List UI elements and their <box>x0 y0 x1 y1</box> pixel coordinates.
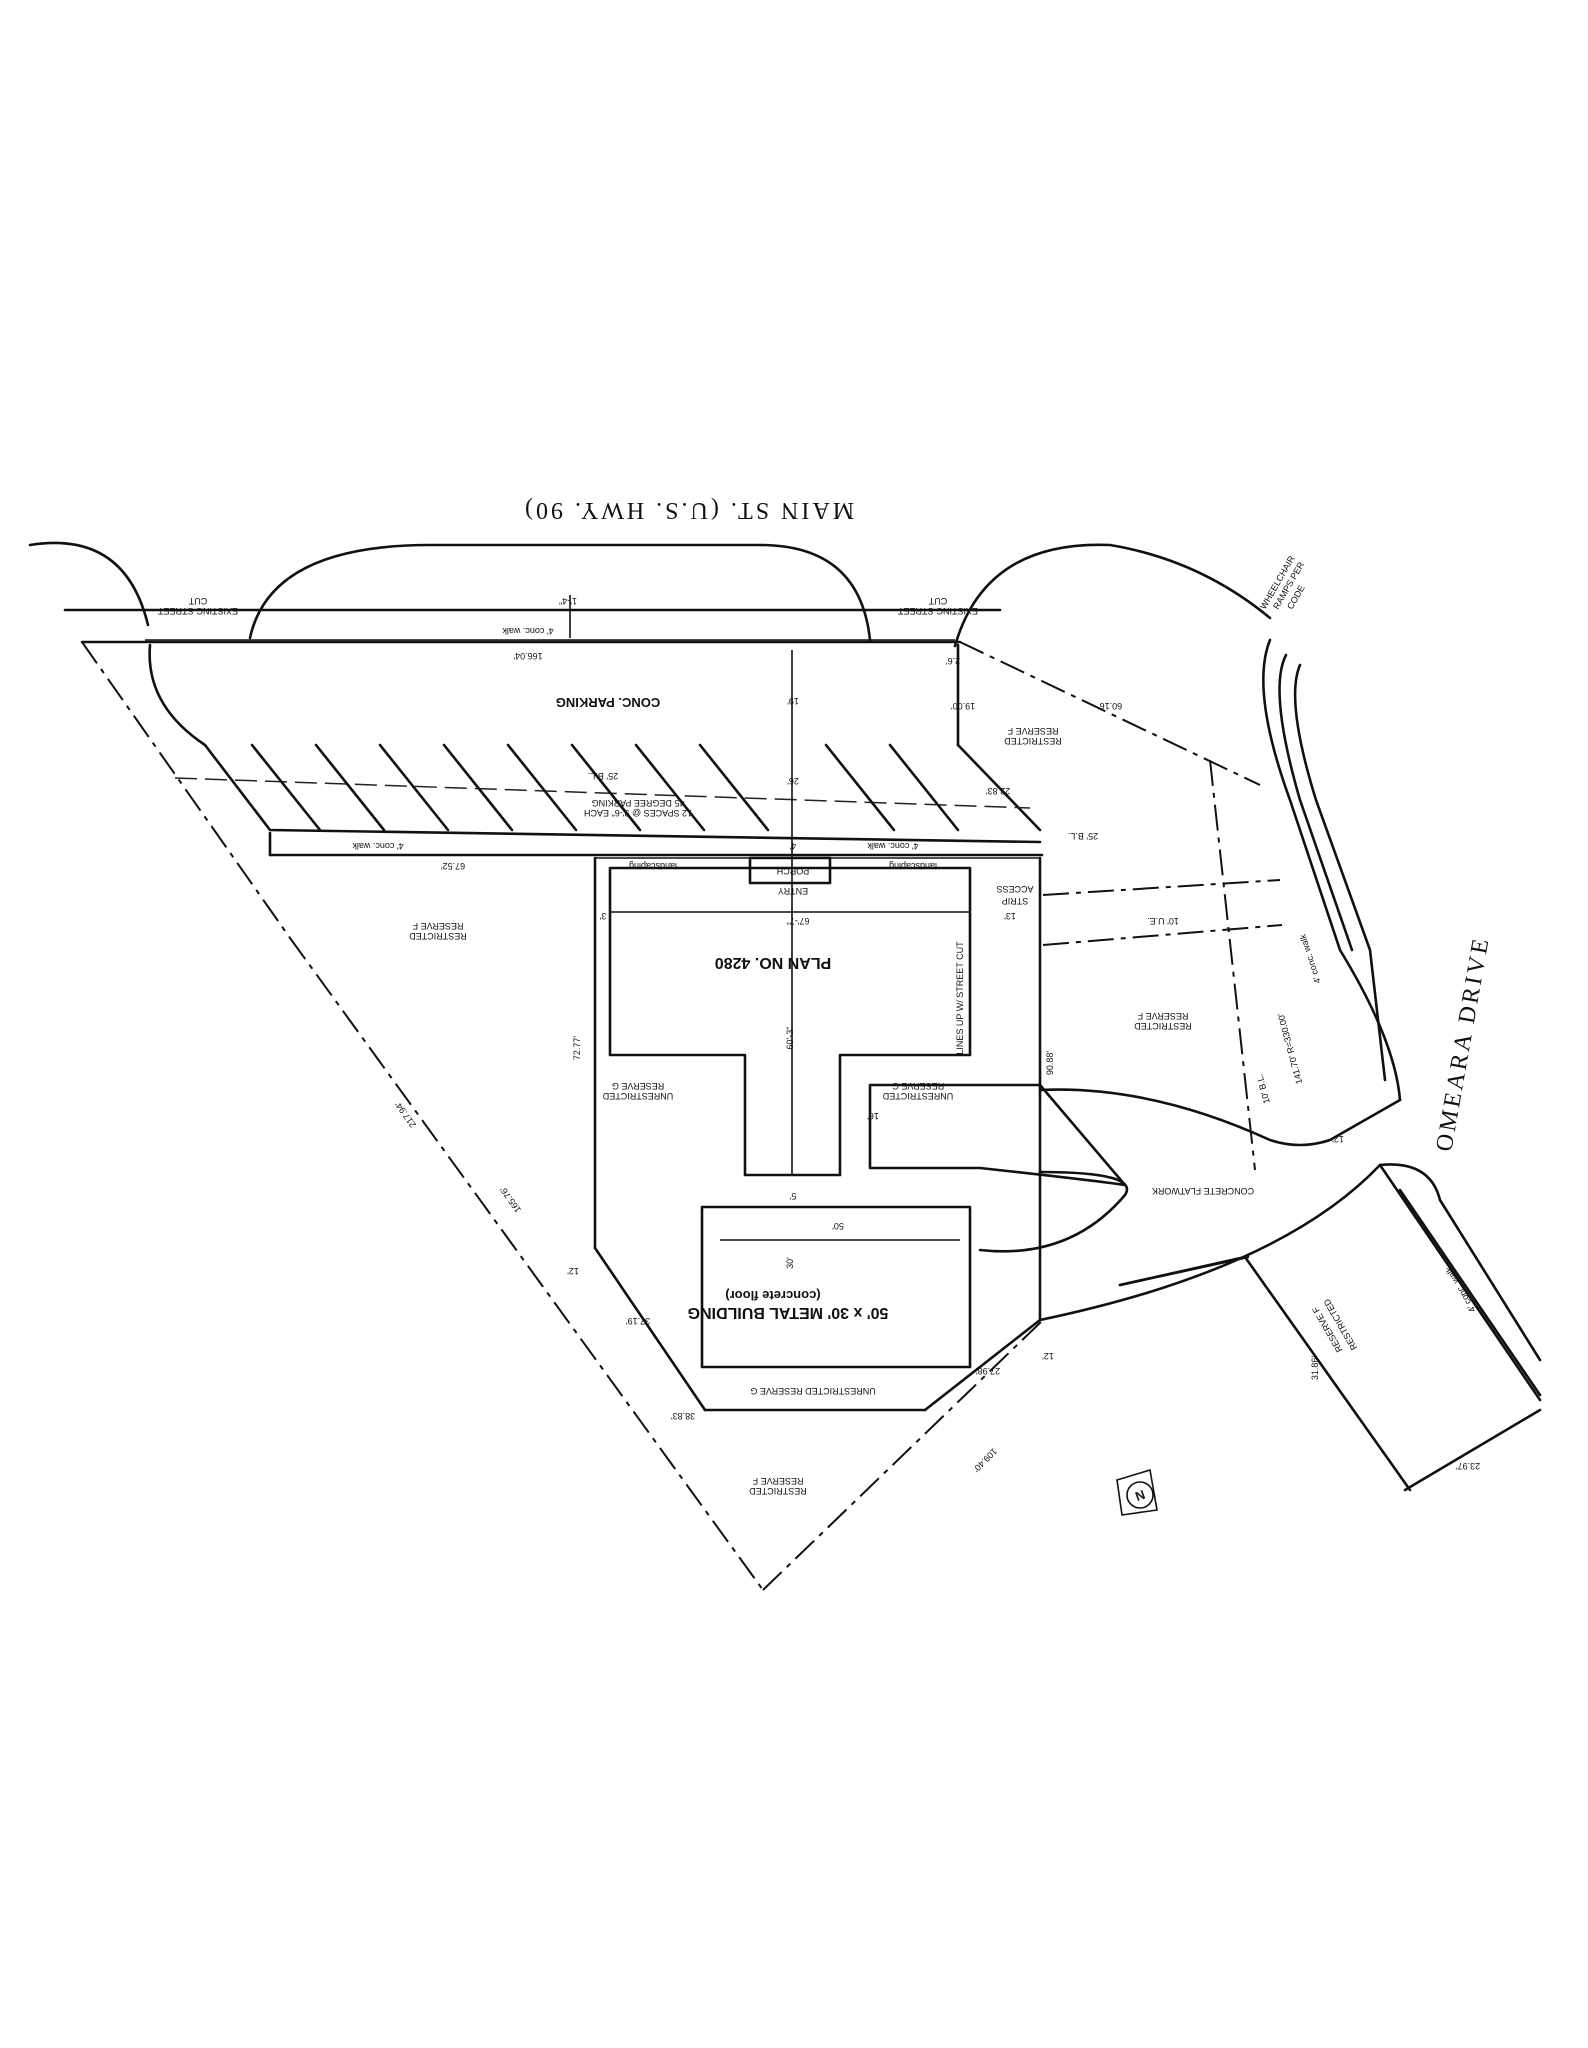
property-boundary <box>80 640 1261 1591</box>
dim-2-6: 2.6' <box>946 656 961 666</box>
restricted-f-bottom-1: RESTRICTED <box>749 1486 807 1496</box>
north-label: N <box>1133 1487 1147 1504</box>
omeara-drive <box>1038 638 1542 1492</box>
dim-12-road: 12' <box>1332 1134 1344 1144</box>
parking-note-1: 45 DEGREE PARKING <box>592 798 685 808</box>
unrestricted-g-right-1: UNRESTRICTED <box>882 1091 953 1101</box>
dim-16: 16' <box>867 1111 879 1121</box>
dim-26: 26' <box>787 776 799 786</box>
dim-166: 166.04' <box>513 651 543 661</box>
main-street-curb <box>28 541 1272 648</box>
main-street-label: MAIN ST. (U.S. HWY. 90) <box>522 497 854 523</box>
dim-217-94: 217.94' <box>393 1100 418 1130</box>
unrestricted-g-left-1: UNRESTRICTED <box>602 1091 673 1101</box>
access-strip-2: STRIP <box>1002 896 1029 906</box>
parking-note-2: 12 SPACES @ 9'-6" EACH <box>584 808 692 818</box>
concrete-flatwork-label: CONCRETE FLATWORK <box>1152 1186 1254 1196</box>
dim-3: 3' <box>599 911 606 921</box>
dim-27-98: 27.98' <box>976 1366 1001 1376</box>
existing-street-cut-1: EXISTING STREET <box>157 606 238 616</box>
conc-walk-right: 4' conc. walk <box>1297 933 1322 985</box>
restricted-f-left-1: RESTRICTED <box>409 931 467 941</box>
restricted-f-top-1: RESTRICTED <box>1004 736 1062 746</box>
concrete-flatwork <box>978 1170 1129 1253</box>
north-arrow-icon: N <box>1116 1468 1158 1516</box>
conc-walk-top: 4' conc. walk <box>502 626 554 636</box>
metal-building <box>593 1205 1042 1412</box>
dim-19-00: 19.00' <box>951 701 976 711</box>
curve-dim: 141.70' R=330.00' <box>1276 1012 1305 1085</box>
unrestricted-g-bottom: UNRESTRICTED RESERVE G <box>750 1386 875 1396</box>
bl-10: 10' B.L. <box>1254 1073 1271 1105</box>
dim-90-88: 90.88' <box>1045 1051 1055 1076</box>
dim-23-97: 23.97' <box>1456 1461 1481 1471</box>
conc-walk-mid-2: 4' conc. walk <box>867 841 919 851</box>
existing-street-cut-2b: CUT <box>928 596 947 606</box>
dim-12-a: 12' <box>567 1266 579 1276</box>
bl-25-b: 25' B.L. <box>1068 831 1098 841</box>
landscaping-1: landscaping <box>629 861 677 871</box>
dim-12-b: 12' <box>1042 1351 1054 1361</box>
conc-walk-mid-1: 4' conc. walk <box>352 841 404 851</box>
dim-50: 50' <box>832 1221 844 1231</box>
restricted-f-top-2: RESERVE F <box>1007 726 1058 736</box>
entry-label: ENTRY <box>778 886 808 896</box>
dim-165-76: 165.76' <box>498 1185 523 1215</box>
restricted-f-right-1: RESTRICTED <box>1134 1021 1192 1031</box>
bl-25-a: 25' B.L. <box>588 771 618 781</box>
concrete-floor-label: (concrete floor) <box>725 1288 820 1303</box>
existing-street-cut-1b: CUT <box>188 596 207 606</box>
dim-38-83: 38.83' <box>671 1411 696 1421</box>
dim-13: 13' <box>1004 911 1016 921</box>
conc-walk-bottom: 4' conc. walk <box>1443 1264 1478 1314</box>
dim-37-19: 37.19' <box>626 1316 651 1326</box>
plan-no-label: PLAN NO. 4280 <box>715 954 832 971</box>
dim-5: 5' <box>789 1191 796 1201</box>
porch-label: PORCH <box>777 866 810 876</box>
dim-19: 19' <box>787 696 799 706</box>
unrestricted-g-right-2: RESERVE G <box>892 1081 944 1091</box>
omeara-drive-label: OMEARA DRIVE <box>1431 934 1494 1153</box>
dim-4: 4' <box>789 841 796 851</box>
parking-lot <box>148 643 1044 1175</box>
dim-109-40: 109.40' <box>971 1446 999 1474</box>
one-four-label: 1'-4" <box>559 596 577 606</box>
dim-60-16: 60.16' <box>1098 701 1123 711</box>
restricted-f-right-2: RESERVE F <box>1137 1011 1188 1021</box>
dim-22-83: 22.83' <box>986 786 1011 796</box>
metal-building-label: 50' x 30' METAL BUILDING <box>688 1304 889 1321</box>
dim-60-3: 60'-3" <box>785 1027 795 1050</box>
ue-10: 10' U.E. <box>1147 916 1179 926</box>
existing-street-cut-2: EXISTING STREET <box>897 606 978 616</box>
access-strip-1: ACCESS <box>996 884 1033 894</box>
restricted-f-left-2: RESERVE F <box>412 921 463 931</box>
lines-up-label: LINES UP W/ STREET CUT <box>955 941 965 1055</box>
unrestricted-g-left-2: RESERVE G <box>612 1081 664 1091</box>
dim-67-7: 67'-7" <box>787 916 810 926</box>
dim-31-86: 31.86' <box>1310 1356 1320 1381</box>
restricted-f-bottom-2: RESERVE F <box>752 1476 803 1486</box>
dim-72-77: 72.77' <box>572 1036 582 1061</box>
dim-30: 30' <box>785 1257 795 1269</box>
conc-parking-label: CONC. PARKING <box>556 695 660 710</box>
landscaping-2: landscaping <box>889 861 937 871</box>
dim-67-52: 67.52' <box>441 861 466 871</box>
